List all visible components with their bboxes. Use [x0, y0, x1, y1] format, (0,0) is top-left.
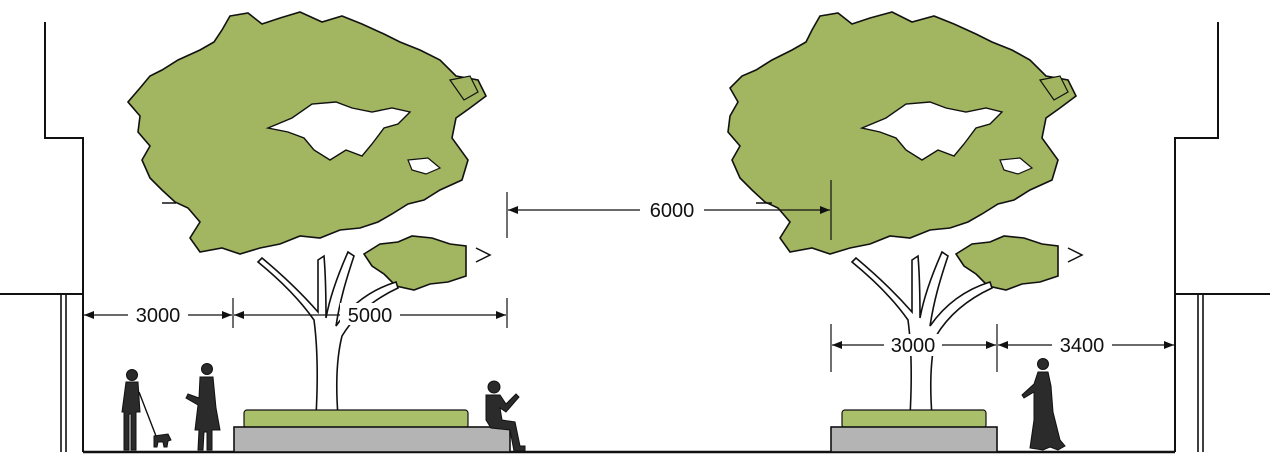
left-planter [233, 409, 511, 453]
left-tree-canopy-lower [362, 235, 467, 291]
right-building-outline [1174, 22, 1270, 452]
right-tree-canopy-lower [954, 235, 1059, 291]
person-walking-icon [1021, 358, 1066, 451]
dimension-left-walk: 3000 [84, 303, 232, 327]
dimension-tree-gap: 6000 [508, 198, 830, 222]
dimension-label-left-walk: 3000 [136, 305, 181, 327]
person-sitting-icon [485, 380, 526, 452]
right-tree-canopy-hole [859, 101, 1004, 161]
dimension-right-planting: 3000 [832, 334, 996, 357]
dimension-lines: 3000 5000 6000 3000 3400 [84, 180, 1174, 372]
left-planter-hedge [243, 409, 469, 429]
left-tree [126, 11, 492, 417]
dimension-label-right-walk: 3400 [1060, 335, 1105, 357]
right-planter-box [830, 426, 998, 453]
dimension-label-tree-gap: 6000 [650, 200, 695, 222]
right-planter-hedge [841, 409, 987, 429]
dimension-label-left-planting: 5000 [348, 305, 393, 327]
left-building-outline [0, 22, 84, 452]
dimension-right-walk: 3400 [998, 334, 1174, 357]
right-planter [830, 409, 998, 453]
person-standing-icon [185, 363, 221, 451]
left-tree-trunk [256, 250, 399, 417]
dimension-left-planting: 5000 [234, 303, 506, 327]
left-planter-box [233, 426, 511, 453]
person-walking-dog-icon [121, 369, 172, 451]
dimension-label-right-planting: 3000 [891, 335, 936, 357]
left-tree-canopy-hole [265, 101, 412, 161]
